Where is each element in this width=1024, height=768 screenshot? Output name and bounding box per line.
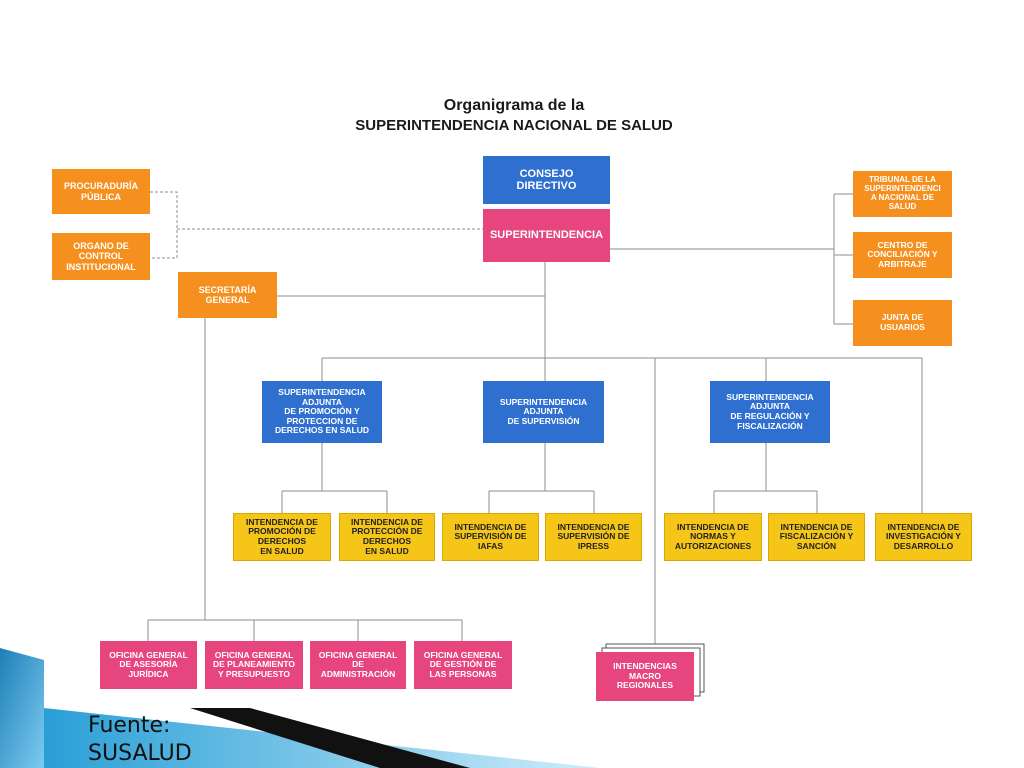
title-line-2: SUPERINTENDENCIA NACIONAL DE SALUD: [355, 117, 673, 134]
intendencia-promocion-box: INTENDENCIA DE PROMOCIÓN DE DERECHOS EN …: [233, 513, 331, 561]
oficina-administracion-box: OFICINA GENERAL DE ADMINISTRACIÓN: [310, 641, 406, 689]
tribunal-box: TRIBUNAL DE LA SUPERINTENDENCI A NACIONA…: [853, 171, 952, 217]
intendencia-proteccion-box: INTENDENCIA DE PROTECCIÓN DE DERECHOS EN…: [339, 513, 435, 561]
centro-conciliacion-box: CENTRO DE CONCILIACIÓN Y ARBITRAJE: [853, 232, 952, 278]
oficina-planeamiento-box: OFICINA GENERAL DE PLANEAMIENTO Y PRESUP…: [205, 641, 303, 689]
oficina-personas-box: OFICINA GENERAL DE GESTIÓN DE LAS PERSON…: [414, 641, 512, 689]
adjunta-regulacion-box: SUPERINTENDENCIA ADJUNTA DE REGULACIÓN Y…: [710, 381, 830, 443]
oficina-asesoria-box: OFICINA GENERAL DE ASESORÍA JURÍDICA: [100, 641, 197, 689]
secretaria-general-box: SECRETARÍA GENERAL: [178, 272, 277, 318]
source-footer: Fuente: SUSALUD: [88, 713, 192, 766]
consejo-directivo-box: CONSEJO DIRECTIVO: [483, 156, 610, 204]
intendencia-iafas-box: INTENDENCIA DE SUPERVISIÓN DE IAFAS: [442, 513, 539, 561]
organo-control-box: ORGANO DE CONTROL INSTITUCIONAL: [52, 233, 150, 280]
intendencia-ipress-box: INTENDENCIA DE SUPERVISIÓN DE IPRESS: [545, 513, 642, 561]
junta-usuarios-box: JUNTA DE USUARIOS: [853, 300, 952, 346]
intendencia-normas-box: INTENDENCIA DE NORMAS Y AUTORIZACIONES: [664, 513, 762, 561]
procuraduria-publica-box: PROCURADURÍA PÚBLICA: [52, 169, 150, 214]
adjunta-supervision-box: SUPERINTENDENCIA ADJUNTA DE SUPERVISIÓN: [483, 381, 604, 443]
intendencias-macro-regionales-box: INTENDENCIAS MACRO REGIONALES: [596, 652, 694, 701]
title-line-1: Organigrama de la: [443, 97, 585, 114]
superintendencia-box: SUPERINTENDENCIA: [483, 209, 610, 262]
intendencia-investigacion-box: INTENDENCIA DE INVESTIGACIÓN Y DESARROLL…: [875, 513, 972, 561]
adjunta-promocion-box: SUPERINTENDENCIA ADJUNTA DE PROMOCIÓN Y …: [262, 381, 382, 443]
intendencia-fiscalizacion-box: INTENDENCIA DE FISCALIZACIÓN Y SANCIÓN: [768, 513, 865, 561]
chart-title: Organigrama de la SUPERINTENDENCIA NACIO…: [300, 96, 728, 136]
